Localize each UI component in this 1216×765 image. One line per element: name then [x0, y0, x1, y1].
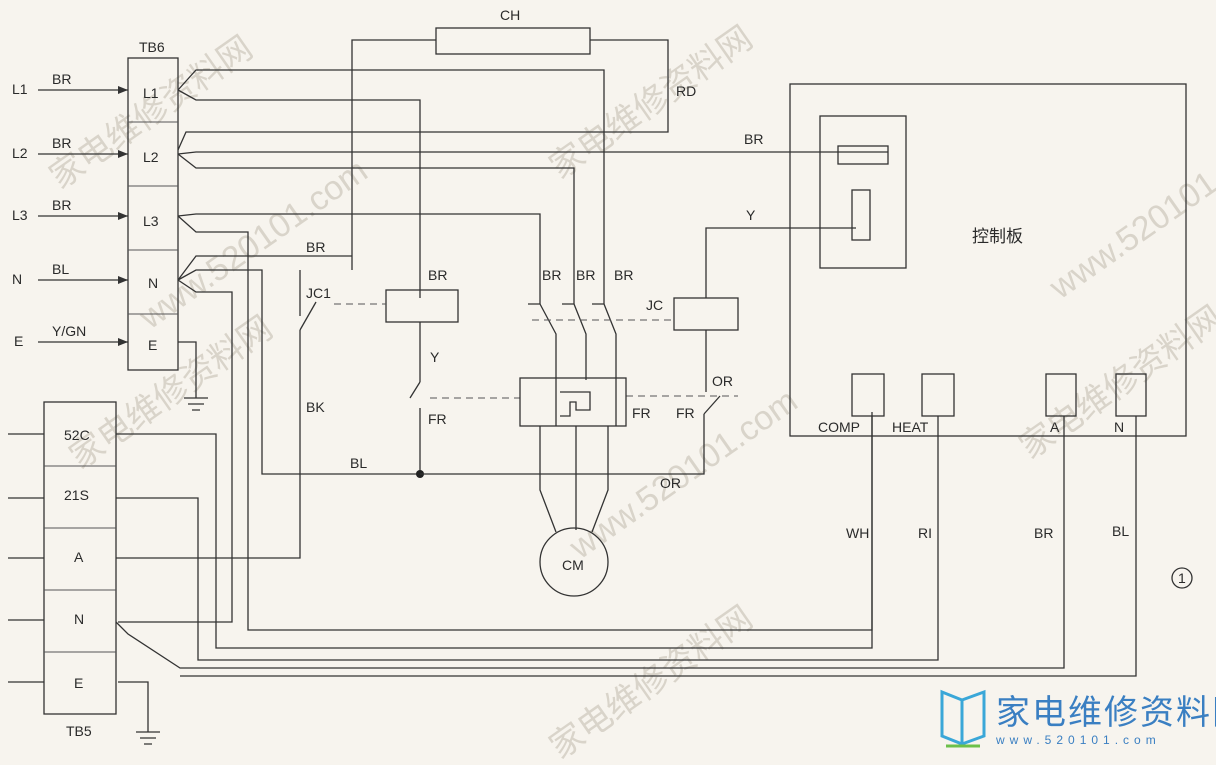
- wire-label-br-c3: BR: [614, 267, 633, 283]
- fr-label: FR: [428, 411, 447, 427]
- rd-label: RD: [676, 83, 696, 99]
- wire-label-y-top: Y: [746, 207, 756, 223]
- crankcase-heater: CH RD: [177, 7, 696, 270]
- tb6-terminal-n: N: [148, 275, 158, 291]
- logo-url: www.520101.com: [995, 733, 1161, 747]
- port-a: A: [1050, 419, 1060, 435]
- wire-label-bk: BK: [306, 399, 325, 415]
- wire-label-br-c2: BR: [576, 267, 595, 283]
- watermark-url: www.520101.com: [1042, 121, 1216, 307]
- control-board-label: 控制板: [972, 227, 1023, 246]
- fr-right-label-2: FR: [676, 405, 695, 421]
- watermark-url: www.520101.com: [132, 151, 374, 337]
- wire-label-br-left: BR: [306, 239, 325, 255]
- tb5-terminal-21s: 21S: [64, 487, 89, 503]
- input-color-n: BL: [52, 261, 69, 277]
- tb6-terminal-l2: L2: [143, 149, 159, 165]
- watermark-cn: 家电维修资料网: [63, 309, 280, 477]
- tb6-terminal-l3: L3: [143, 213, 159, 229]
- tb5-label: TB5: [66, 723, 92, 739]
- contactor-jc: BR BR BR JC Y OR: [528, 207, 856, 415]
- input-color-e: Y/GN: [52, 323, 86, 339]
- wire-label-br-top: BR: [744, 131, 763, 147]
- jc1-label: JC1: [306, 285, 331, 301]
- tb6-terminal-block: TB6 L1 L2 L3 N E: [127, 39, 179, 371]
- input-color-l3: BR: [52, 197, 71, 213]
- wire-label-wh: WH: [846, 525, 869, 541]
- main-wiring: [116, 69, 888, 631]
- wire-label-br-coil: BR: [428, 267, 447, 283]
- wire-label-br-a: BR: [1034, 525, 1053, 541]
- wire-label-bl-n: BL: [1112, 523, 1129, 539]
- wire-label-y-coil: Y: [430, 349, 440, 365]
- book-icon: [940, 689, 986, 748]
- site-logo: 家电维修资料网 www.520101.com: [940, 689, 1216, 748]
- fr-right-label: FR: [632, 405, 651, 421]
- tb5-terminal-52c: 52C: [64, 427, 90, 443]
- watermark-cn: 家电维修资料网: [543, 19, 760, 187]
- port-heat: HEAT: [892, 419, 929, 435]
- sheet-number: 1: [1171, 567, 1193, 589]
- input-n: N: [12, 271, 22, 287]
- ch-label: CH: [500, 7, 520, 23]
- wire-label-br-c1: BR: [542, 267, 561, 283]
- watermarks: www.520101.com www.520101.com www.520101…: [43, 19, 1216, 765]
- input-l1: L1: [12, 81, 28, 97]
- supply-inputs: L1 L2 L3 N E BR BR BR BL Y/GN: [12, 71, 128, 349]
- tb5-terminal-e: E: [74, 675, 83, 691]
- port-n: N: [1114, 419, 1124, 435]
- input-l2: L2: [12, 145, 28, 161]
- port-comp: COMP: [818, 419, 860, 435]
- tb6-terminal-l1: L1: [143, 85, 159, 101]
- wire-label-or-bottom: OR: [660, 475, 681, 491]
- compressor-motor: CM: [539, 426, 609, 597]
- sheet-mark: 1: [1178, 570, 1186, 586]
- overload-relay-fr: FR FR: [519, 377, 695, 427]
- tb5-terminal-n: N: [74, 611, 84, 627]
- logo-text: 家电维修资料网: [996, 694, 1216, 732]
- tb5-terminal-block: 52C 21S A N E TB5: [8, 401, 117, 739]
- tb6-terminal-e: E: [148, 337, 157, 353]
- board-return-wiring: WH RI BR BL: [115, 416, 1137, 677]
- cm-label: CM: [562, 557, 584, 573]
- tb6-label: TB6: [139, 39, 165, 55]
- tb5-terminal-a: A: [74, 549, 84, 565]
- input-color-l1: BR: [52, 71, 71, 87]
- input-color-l2: BR: [52, 135, 71, 151]
- input-l3: L3: [12, 207, 28, 223]
- watermark-cn: 家电维修资料网: [543, 599, 760, 765]
- wire-label-bl-mid: BL: [350, 455, 367, 471]
- jc1-coil: BR Y FR BL OR: [334, 267, 705, 491]
- wire-label-or-right: OR: [712, 373, 733, 389]
- input-e: E: [14, 333, 23, 349]
- wire-label-ri: RI: [918, 525, 932, 541]
- ground-icon: [178, 341, 208, 411]
- jc-label: JC: [646, 297, 663, 313]
- ground-icon: [118, 681, 160, 745]
- control-board: BR 控制板 COMP HEAT A N: [744, 83, 1187, 437]
